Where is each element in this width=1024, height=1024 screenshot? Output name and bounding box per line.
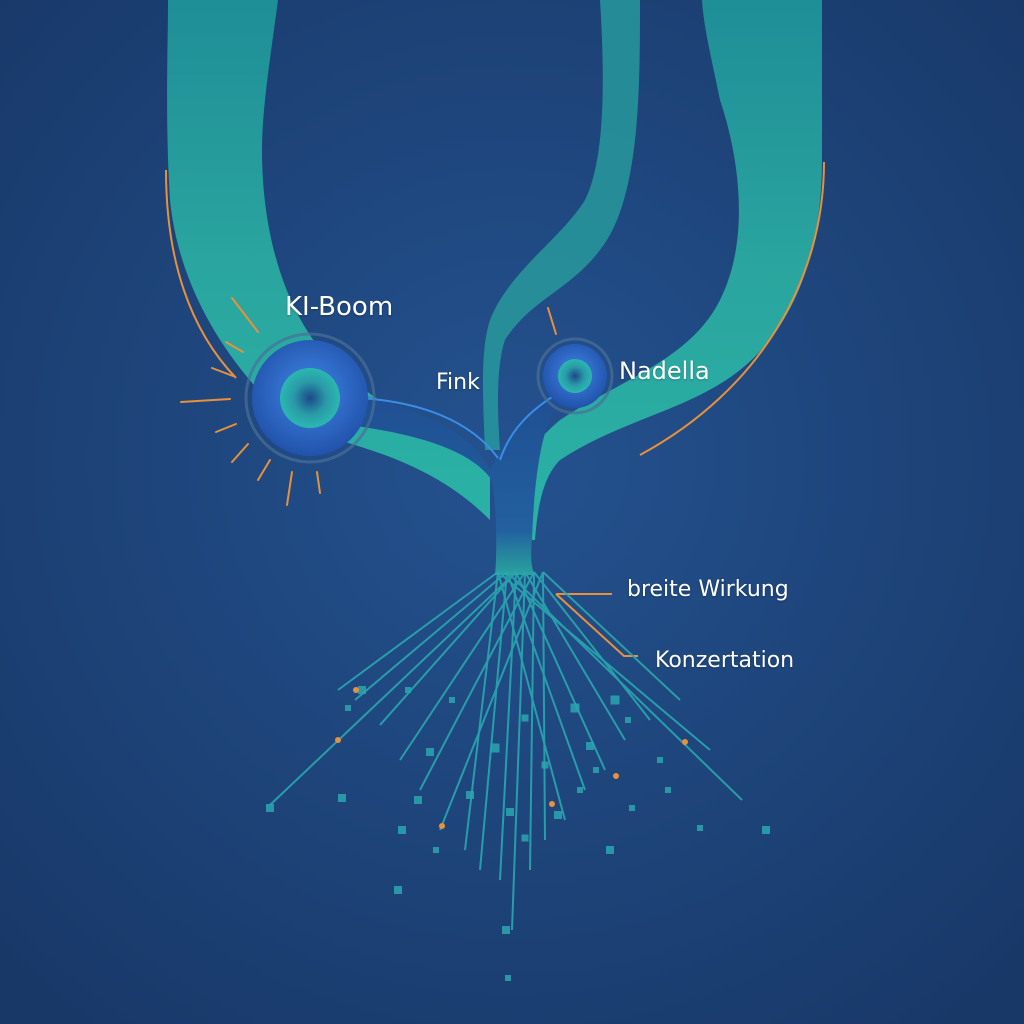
particle <box>405 687 411 693</box>
particle <box>394 886 402 894</box>
particle <box>762 826 770 834</box>
particle <box>358 686 366 694</box>
particle <box>606 846 614 854</box>
particle <box>266 804 274 812</box>
particle-accent <box>335 737 341 743</box>
fan-line <box>337 571 499 691</box>
particle <box>414 796 422 804</box>
fan-line <box>464 571 499 851</box>
accent-edge-right <box>639 161 825 456</box>
fan-line <box>497 571 566 821</box>
particle <box>426 748 434 756</box>
particle <box>610 695 620 705</box>
fan-line <box>379 571 517 726</box>
particle <box>506 808 514 816</box>
particle-accent <box>439 823 445 829</box>
ki-boom-node-icon <box>244 332 376 464</box>
particle-accent <box>613 773 619 779</box>
label-ki-boom: KI-Boom <box>285 292 394 322</box>
particle <box>521 834 529 842</box>
fan-line <box>524 571 626 741</box>
stream-center <box>482 0 640 450</box>
particle <box>593 767 599 773</box>
particle <box>586 742 594 750</box>
fan-line <box>506 571 743 801</box>
particle <box>577 787 583 793</box>
fan-line <box>499 571 517 881</box>
label-nadella: Nadella <box>619 357 710 385</box>
fan-line <box>515 571 606 771</box>
fan-line <box>439 571 544 831</box>
particle <box>505 975 511 981</box>
particle <box>466 791 474 799</box>
fan-line <box>269 571 517 806</box>
connector-ki-fink <box>359 397 499 459</box>
fan-lines <box>269 571 743 931</box>
particle-accent <box>549 801 555 807</box>
label-konzertation: Konzertation <box>655 648 795 673</box>
particle <box>521 714 529 722</box>
fan-line <box>497 571 711 751</box>
particle <box>697 825 703 831</box>
particle-accent <box>682 739 688 745</box>
accent-edge-left <box>165 169 237 379</box>
fan-line <box>354 571 508 701</box>
nadella-node-icon <box>536 337 614 415</box>
stream-left <box>167 0 491 520</box>
fan-line <box>542 571 681 701</box>
stream-trunk <box>350 395 560 575</box>
fan-line <box>511 571 526 931</box>
particle <box>449 697 455 703</box>
particle <box>570 703 580 713</box>
burst-rays-icon <box>180 297 557 506</box>
fan-line <box>542 571 546 841</box>
fan-line <box>533 571 651 721</box>
label-fink: Fink <box>436 370 480 395</box>
fan-line <box>506 571 586 791</box>
particle <box>625 717 631 723</box>
particle <box>541 761 549 769</box>
fan-line <box>479 571 508 871</box>
particle <box>657 757 663 763</box>
label-breite-wirkung: breite Wirkung <box>627 577 789 602</box>
particle <box>665 787 671 793</box>
fan-line <box>529 571 535 871</box>
particle <box>433 847 439 853</box>
particle <box>629 805 635 811</box>
stream-right <box>500 0 822 540</box>
particle <box>490 743 500 753</box>
particle <box>554 811 562 819</box>
particle <box>345 705 351 711</box>
particle <box>398 826 406 834</box>
particle <box>502 926 510 934</box>
particle-accent <box>353 687 359 693</box>
particles <box>266 686 770 981</box>
particle <box>338 794 346 802</box>
